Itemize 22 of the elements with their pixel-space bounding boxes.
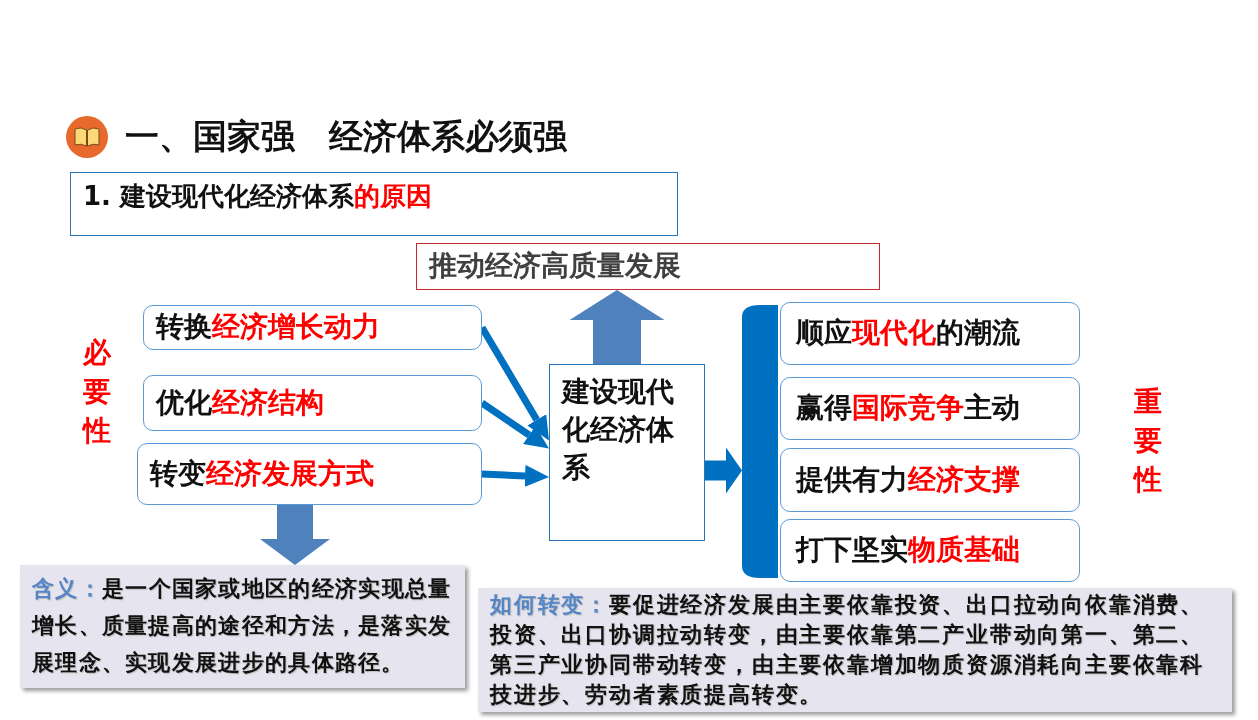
rounded-box: 转换经济增长动力 <box>143 305 482 350</box>
block-arrow <box>260 505 330 565</box>
block-arrow <box>569 290 665 364</box>
rounded-box: 赢得国际竞争主动 <box>780 377 1080 440</box>
rounded-box: 打下坚实物质基础 <box>780 519 1080 582</box>
block-arrow <box>705 447 742 494</box>
heading-box: 1. 建设现代化经济体系的原因 <box>70 172 678 236</box>
arrow <box>480 400 549 449</box>
arrow <box>481 464 549 487</box>
note-box: 如何转变：要促进经济发展由主要依靠投资、出口拉动向依靠消费、投资、出口协调拉动转变，由主要依靠第二产业带动向第一、第二、第三产业协同带动转变，由主要依靠增加物质资源消耗向主要依靠科技进步、劳动者素质提高转变。 <box>478 588 1232 712</box>
side-label: 必要性 <box>83 335 113 449</box>
rounded-box: 转变经济发展方式 <box>137 443 482 505</box>
rounded-box: 提供有力经济支撑 <box>780 448 1080 512</box>
bracket-bar <box>742 305 778 578</box>
slide-title: 一、国家强 经济体系必须强 <box>125 115 567 158</box>
side-label: 重要性 <box>1134 384 1163 498</box>
note-box: 含义：是一个国家或地区的经济实现总量增长、质量提高的途径和方法，是落实发展理念、实现发展进步的具体路径。 <box>20 565 465 688</box>
rounded-box: 优化经济结构 <box>143 375 482 431</box>
arrow <box>479 325 549 441</box>
rounded-box: 顺应现代化的潮流 <box>780 302 1080 365</box>
text-box: 建设现代化经济体系 <box>549 364 705 541</box>
text-box: 推动经济高质量发展 <box>416 243 880 290</box>
